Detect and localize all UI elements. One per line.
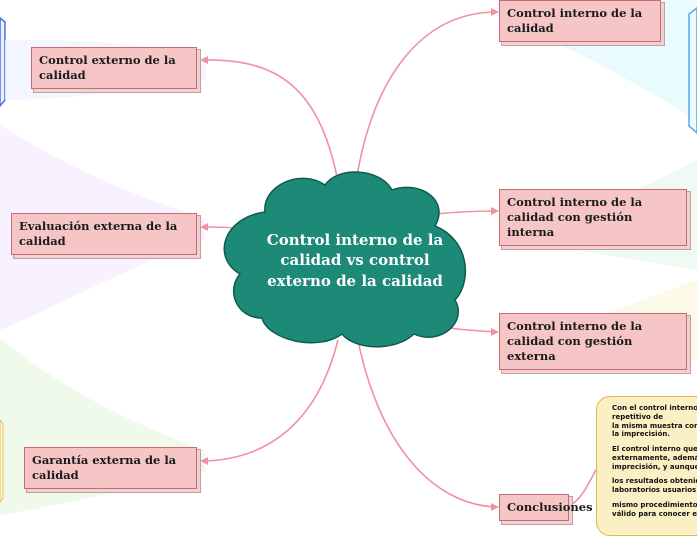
- conclusiones-note[interactable]: Con el control interno repetitivo de la …: [596, 396, 697, 536]
- central-topic[interactable]: Control interno de la calidad vs control…: [266, 231, 444, 290]
- arrowhead-conclusiones: [491, 503, 499, 511]
- connector-gestion-externa: [447, 327, 498, 333]
- note-paragraph: Con el control interno repetitivo de la …: [612, 404, 697, 439]
- bg-band-yellow-left: [0, 419, 4, 503]
- arrowhead-gestion-interna: [491, 207, 499, 215]
- node-control-interno-gestion-externa[interactable]: Control interno de la calidad con gestió…: [499, 313, 687, 370]
- node-control-interno-calidad[interactable]: Control interno de la calidad: [499, 0, 661, 42]
- arrowhead-gestion-externa: [491, 328, 499, 336]
- connector-control-externo: [201, 59, 339, 183]
- node-control-interno-gestion-interna[interactable]: Control interno de la calidad con gestió…: [499, 189, 687, 246]
- connectors: [201, 11, 597, 508]
- arrowhead-evaluacion-externa: [200, 223, 208, 231]
- note-paragraph: El control interno que externamente, ade…: [612, 445, 697, 471]
- node-conclusiones[interactable]: Conclusiones: [499, 494, 593, 521]
- connector-garantia-externa: [201, 339, 339, 462]
- note-paragraph: mismo procedimiento válido para conocer …: [612, 500, 697, 518]
- bg-band-blue-left: [0, 17, 6, 108]
- note-paragraph: los resultados obtenid laboratorios usua…: [612, 477, 697, 494]
- connector-control-interno: [355, 11, 498, 183]
- arrowhead-control-interno: [491, 8, 499, 16]
- connector-arrowheads: [200, 8, 499, 511]
- bg-band-cyan-edge: [688, 7, 697, 134]
- connector-conclusiones: [357, 339, 498, 508]
- node-control-externo-calidad[interactable]: Control externo de la calidad: [31, 47, 197, 89]
- arrowhead-control-externo: [200, 56, 208, 64]
- node-evaluacion-externa-calidad[interactable]: Evaluación externa de la calidad: [11, 213, 197, 255]
- node-garantia-externa-calidad[interactable]: Garantía externa de la calidad: [24, 447, 197, 489]
- central-cloud-shape: [223, 171, 467, 348]
- arrowhead-garantia-externa: [200, 457, 208, 465]
- connector-gestion-interna: [434, 210, 498, 215]
- connector-conclusiones-note: [569, 469, 597, 506]
